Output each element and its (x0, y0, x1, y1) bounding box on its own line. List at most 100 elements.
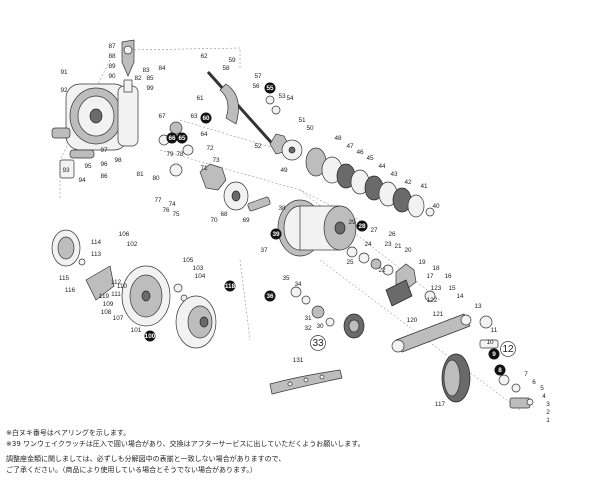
bearing-badge-28 (356, 220, 368, 232)
part-label-115: 115 (59, 275, 70, 282)
note-shim: 調整座金類に関しましては、必ずしも分解図中の表揃と一致しない場合がありますので、 (6, 455, 286, 463)
part-label-87: 87 (108, 43, 116, 50)
part-label-32: 32 (304, 325, 312, 332)
part-label-47: 47 (346, 143, 354, 150)
part-label-18: 18 (432, 265, 440, 272)
note-shim-continued: ご了承ください。（商品により使用している場合とそうでない場合があります。） (6, 466, 257, 474)
lever-assembly (121, 39, 135, 93)
part-label-52: 52 (254, 143, 262, 150)
part-label-109: 109 (103, 301, 114, 308)
part-label-68: 68 (220, 211, 228, 218)
part-label-35: 35 (282, 275, 290, 282)
part-label-4: 4 (542, 393, 546, 400)
part-label-54: 54 (286, 95, 294, 102)
part-label-14: 14 (456, 293, 464, 300)
side-frame-assembly (51, 83, 139, 179)
part-label-29: 29 (348, 219, 356, 226)
part-label-3: 3 (546, 401, 550, 408)
part-label-107: 107 (113, 315, 124, 322)
part-label-69: 69 (242, 217, 250, 224)
part-label-30: 30 (316, 323, 324, 330)
part-label-50: 50 (306, 125, 314, 132)
part-label-8: 8 (498, 367, 502, 374)
part-label-60: 60 (202, 115, 210, 122)
bearing-badge-36 (264, 290, 276, 302)
note-clutch: ※39 ワンウェイクラッチは圧入で圓い場合があり、交換はアフターサービスに出して… (6, 440, 365, 448)
part-label-34: 34 (294, 281, 302, 288)
part-label-67: 67 (158, 113, 166, 120)
part-label-62: 62 (200, 53, 208, 60)
part-label-120: 120 (407, 317, 418, 324)
part-label-6: 6 (532, 379, 536, 386)
part-label-80: 80 (152, 175, 160, 182)
part-label-97: 97 (100, 147, 108, 154)
part-label-40: 40 (432, 203, 440, 210)
callout-circle-12 (500, 341, 516, 357)
part-label-90: 90 (108, 73, 116, 80)
part-label-83: 83 (142, 67, 150, 74)
bearing-badge-60 (200, 112, 212, 124)
part-label-117: 117 (435, 401, 446, 408)
part-label-104: 104 (195, 273, 206, 280)
part-label-92: 92 (60, 87, 68, 94)
part-label-22: 22 (378, 267, 386, 274)
part-label-1: 1 (546, 417, 550, 424)
note-bearing: ※白ヌキ番号はベアリングを示します。 (6, 429, 131, 437)
part-label-26: 26 (388, 231, 396, 238)
drag-washer-stack (305, 147, 435, 218)
handle-knob-parts (498, 374, 534, 409)
part-label-21: 21 (394, 243, 402, 250)
part-label-46: 46 (356, 149, 364, 156)
part-label-105: 105 (183, 257, 194, 264)
part-label-78: 78 (176, 151, 184, 158)
bearing-badge-8 (494, 364, 506, 376)
bearing-badge-9 (488, 348, 500, 360)
part-label-12: 12 (502, 344, 514, 355)
part-label-77: 77 (154, 197, 162, 204)
part-label-111: 111 (111, 291, 121, 298)
part-label-65: 65 (178, 135, 186, 142)
part-label-76: 76 (162, 207, 170, 214)
part-label-75: 75 (172, 211, 180, 218)
part-label-38: 38 (278, 205, 286, 212)
part-label-48: 48 (334, 135, 342, 142)
part-label-72: 72 (206, 145, 214, 152)
part-label-99: 99 (146, 85, 154, 92)
part-label-118: 118 (225, 283, 236, 290)
part-label-112: 112 (111, 279, 122, 286)
part-label-49: 49 (280, 167, 288, 174)
part-label-66: 66 (168, 135, 176, 142)
part-label-86: 86 (100, 173, 108, 180)
bearing-badge-118 (224, 280, 236, 292)
part-label-91: 91 (60, 69, 68, 76)
gear-train (158, 121, 271, 212)
part-label-28: 28 (358, 223, 366, 230)
part-label-43: 43 (390, 171, 398, 178)
part-label-24: 24 (364, 241, 372, 248)
bearing-badge-66 (166, 132, 178, 144)
clip-part (269, 369, 343, 395)
part-label-71: 71 (200, 165, 208, 172)
part-label-51: 51 (298, 117, 306, 124)
part-label-88: 88 (108, 53, 116, 60)
part-label-44: 44 (378, 163, 386, 170)
bearing-badge-39 (270, 228, 282, 240)
part-label-63: 63 (190, 113, 198, 120)
part-label-41: 41 (420, 183, 428, 190)
part-label-131: 131 (293, 357, 304, 364)
part-label-33: 33 (312, 338, 324, 349)
part-label-113: 113 (91, 251, 102, 258)
part-label-110: 110 (117, 283, 128, 290)
part-label-2: 2 (546, 409, 550, 416)
part-label-5: 5 (540, 385, 544, 392)
part-label-59: 59 (228, 57, 236, 64)
part-label-84: 84 (158, 65, 166, 72)
part-label-85: 85 (146, 75, 154, 82)
part-label-17: 17 (426, 273, 434, 280)
notes-block: ※白ヌキ番号はベアリングを示します。 ※39 ワンウェイクラッチは圧入で圓い場合… (6, 428, 596, 476)
part-label-55: 55 (266, 85, 274, 92)
part-label-9: 9 (492, 351, 496, 358)
part-label-42: 42 (404, 179, 412, 186)
main-shaft-assembly (206, 70, 303, 161)
